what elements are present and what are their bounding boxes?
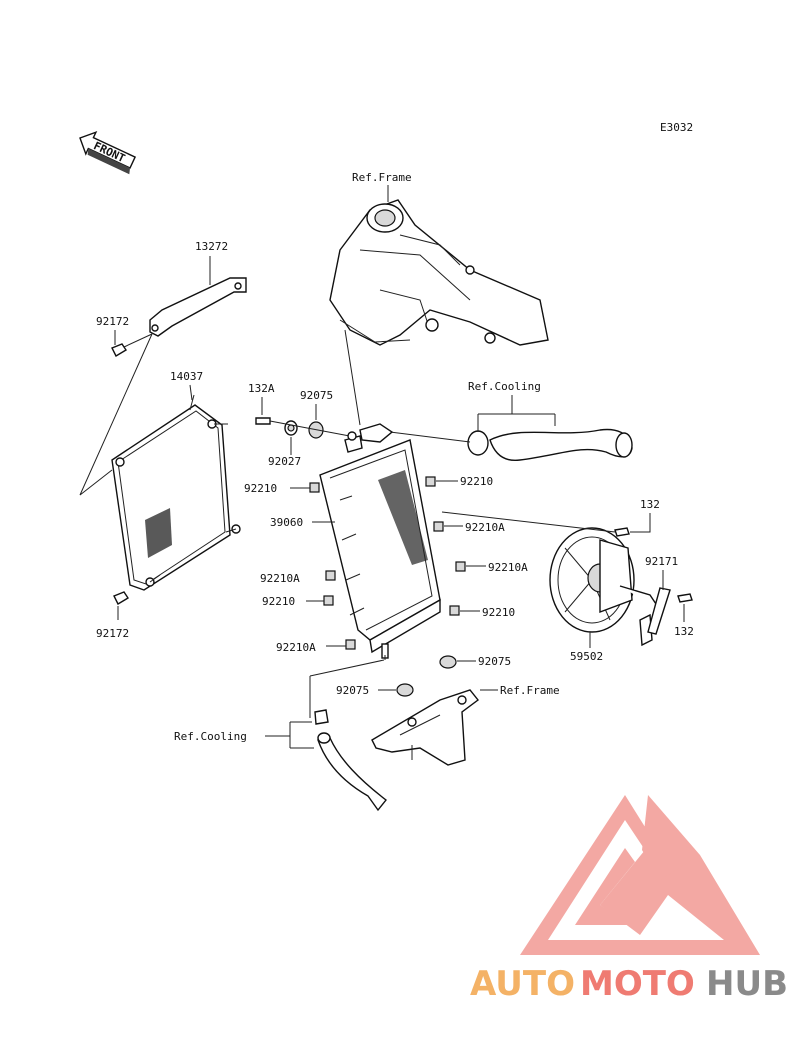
label-92210A-right1: 92210A bbox=[465, 521, 505, 534]
bracket-13272 bbox=[149, 277, 247, 337]
watermark-moto: MOTO bbox=[580, 964, 695, 1004]
label-14037: 14037 bbox=[170, 370, 203, 383]
clip-92210-left2 bbox=[323, 595, 334, 606]
label-92210-left1: 92210 bbox=[244, 482, 277, 495]
label-132-bottom: 132 bbox=[674, 625, 694, 638]
clip-92210A-left2 bbox=[345, 639, 356, 650]
label-92210-right2: 92210 bbox=[482, 606, 515, 619]
grommet-92075-bottom bbox=[396, 683, 414, 697]
cooling-hose-top bbox=[467, 428, 633, 462]
bolt-92172-top bbox=[111, 333, 153, 357]
collar-92027 bbox=[284, 420, 298, 436]
label-92210A-right2: 92210A bbox=[488, 561, 528, 574]
label-92210A-left1: 92210A bbox=[260, 572, 300, 585]
watermark-auto: AUTO bbox=[470, 964, 575, 1004]
frame-section-top bbox=[329, 199, 549, 346]
ref-cooling-bottom: Ref.Cooling bbox=[174, 730, 247, 743]
clip-92210A-left1 bbox=[325, 570, 336, 581]
clip-92210A-right2 bbox=[455, 561, 466, 572]
clip-92210A-right1 bbox=[433, 521, 444, 532]
label-92210-right1: 92210 bbox=[460, 475, 493, 488]
radiator-39060 bbox=[319, 423, 441, 659]
clip-92210-right2 bbox=[449, 605, 460, 616]
label-92210A-left2: 92210A bbox=[276, 641, 316, 654]
cooling-hose-bottom bbox=[314, 709, 387, 812]
bolt-132A bbox=[255, 417, 271, 425]
bolt-132-bottom bbox=[677, 593, 693, 603]
label-92075-right: 92075 bbox=[478, 655, 511, 668]
label-59502: 59502 bbox=[570, 650, 603, 663]
ref-frame-bottom: Ref.Frame bbox=[500, 684, 560, 697]
front-arrow-icon: FRONT bbox=[79, 130, 137, 175]
label-92171: 92171 bbox=[645, 555, 678, 568]
watermark-logo bbox=[520, 795, 760, 955]
label-92027: 92027 bbox=[268, 455, 301, 468]
fan-assembly-59502 bbox=[549, 527, 661, 647]
label-92075-top: 92075 bbox=[300, 389, 333, 402]
grommet-92075-right bbox=[439, 655, 457, 669]
clip-92210-right1 bbox=[425, 476, 436, 487]
label-92210-left2: 92210 bbox=[262, 595, 295, 608]
clip-92210-left1 bbox=[309, 482, 320, 493]
ref-cooling-top: Ref.Cooling bbox=[468, 380, 541, 393]
label-92172-top: 92172 bbox=[96, 315, 129, 328]
frame-bracket-bottom bbox=[371, 689, 479, 766]
label-92172-bottom: 92172 bbox=[96, 627, 129, 640]
watermark-hub: HUB bbox=[706, 964, 788, 1004]
label-13272: 13272 bbox=[195, 240, 228, 253]
connector-92171 bbox=[647, 587, 671, 635]
diagram-code: E3032 bbox=[660, 121, 693, 134]
radiator-screen-14037 bbox=[111, 394, 241, 591]
ref-frame-top: Ref.Frame bbox=[352, 171, 412, 184]
label-132A: 132A bbox=[248, 382, 275, 395]
label-132-top: 132 bbox=[640, 498, 660, 511]
label-92075-bottom: 92075 bbox=[336, 684, 369, 697]
bolt-132-top bbox=[614, 527, 630, 537]
label-39060: 39060 bbox=[270, 516, 303, 529]
bolt-92172-bottom bbox=[113, 591, 129, 605]
